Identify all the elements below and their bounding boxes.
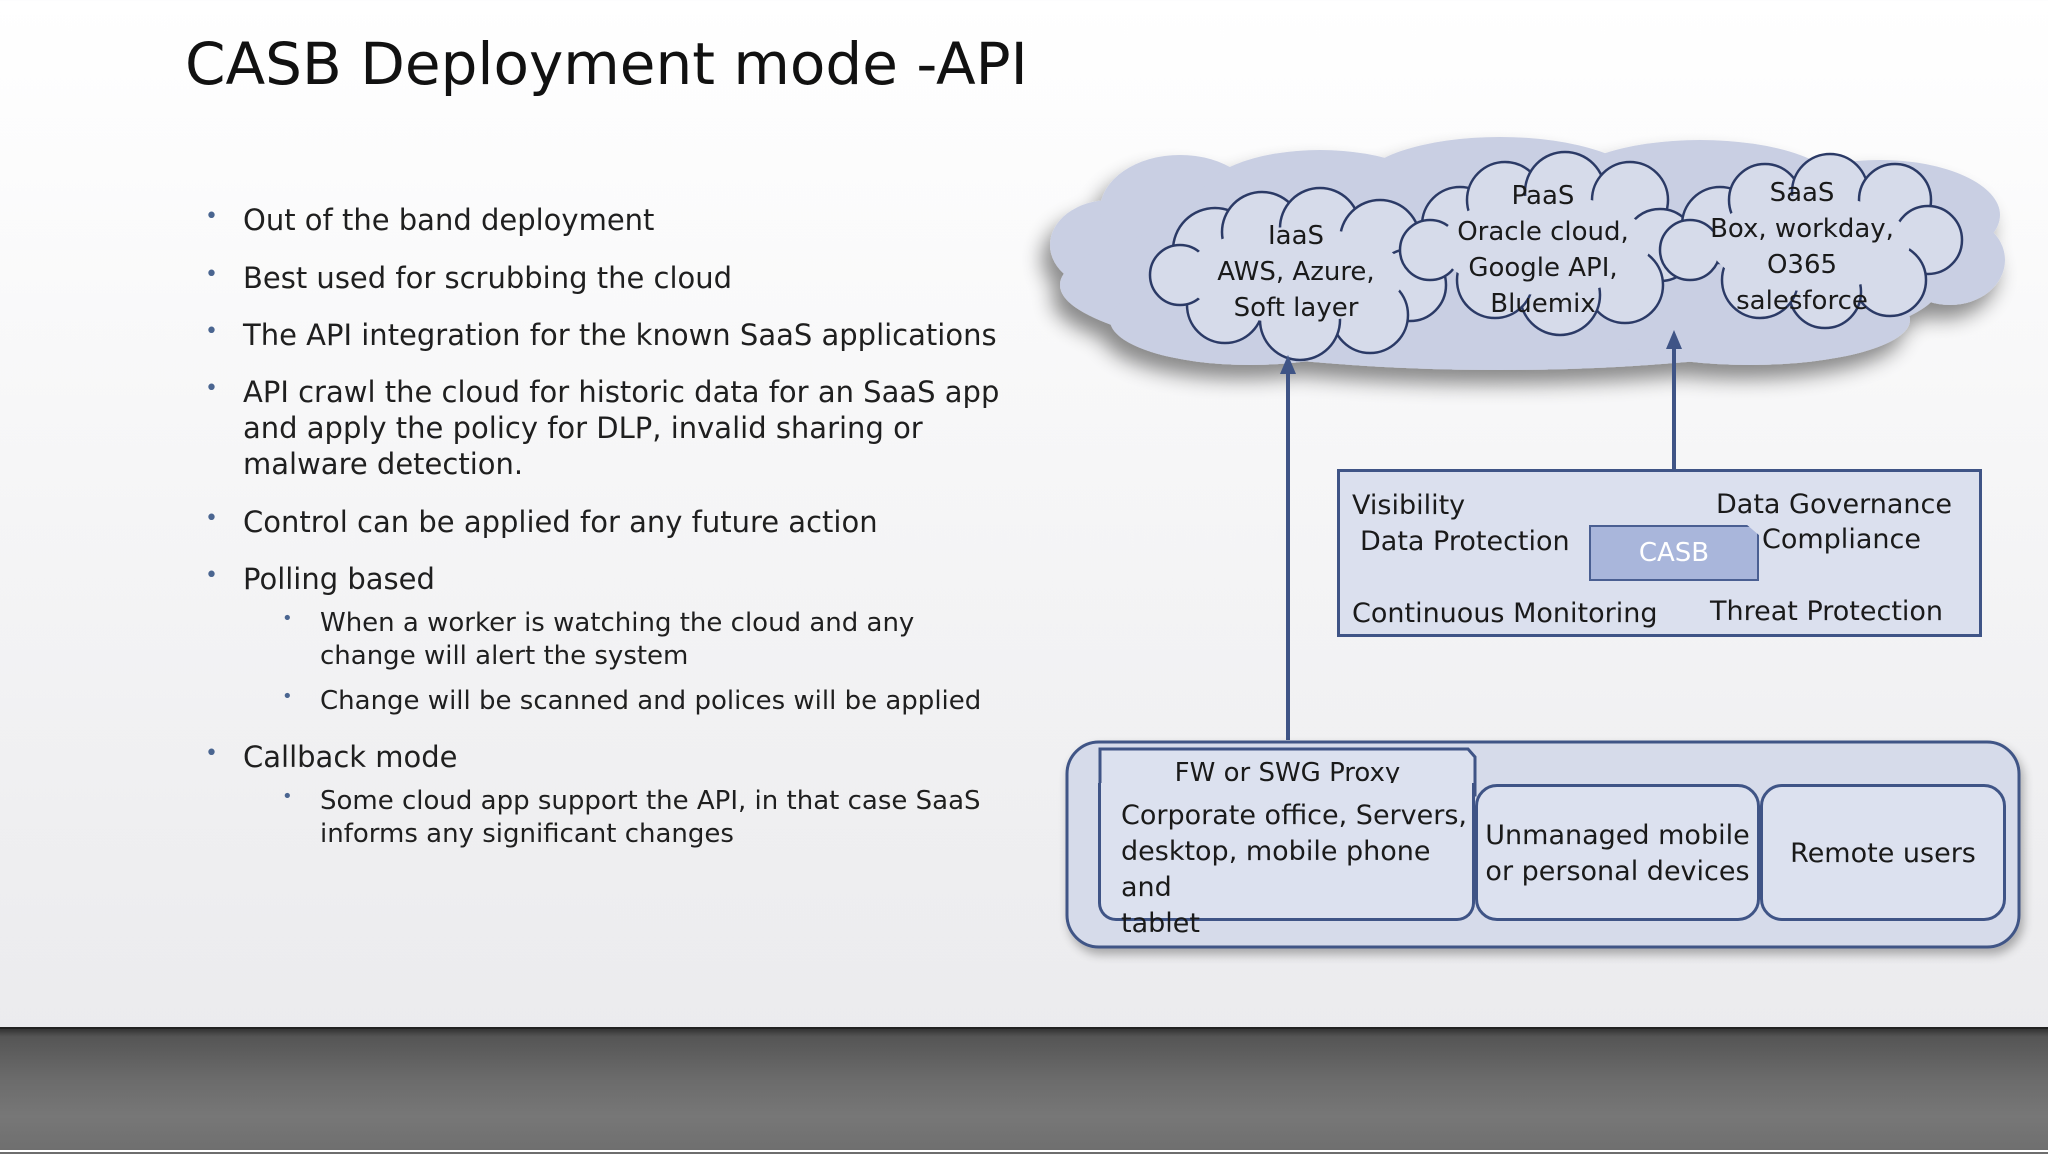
corporate-line: tablet bbox=[1121, 908, 1200, 939]
casb-capabilities-box bbox=[1337, 469, 1982, 637]
data-governance-label: Data Governance bbox=[1716, 489, 1952, 520]
saas-title: SaaS bbox=[1769, 178, 1835, 208]
remote-users-label: Remote users bbox=[1790, 838, 1976, 869]
iaas-line: Soft layer bbox=[1233, 293, 1359, 323]
unmanaged-devices-box: Unmanaged mobile or personal devices bbox=[1475, 784, 1760, 921]
floor-edge bbox=[0, 1150, 2048, 1152]
compliance-label: Compliance bbox=[1762, 524, 1921, 555]
bullet-item: Polling based bbox=[243, 562, 435, 596]
corporate-line: Corporate office, Servers, bbox=[1121, 800, 1467, 831]
corporate-line: desktop, mobile phone and bbox=[1121, 836, 1431, 903]
paas-cloud-shape bbox=[1398, 150, 1698, 337]
bullet-item: Callback mode bbox=[243, 740, 458, 774]
bullet-dot: • bbox=[205, 563, 218, 588]
bullet-item: Out of the band deployment bbox=[243, 203, 655, 237]
visibility-label: Visibility bbox=[1352, 490, 1466, 521]
bullet-item: The API integration for the known SaaS a… bbox=[243, 318, 997, 352]
bullet-item: Best used for scrubbing the cloud bbox=[243, 261, 733, 295]
sub-bullet-item: Change will be scanned and polices will … bbox=[320, 686, 982, 716]
saas-line: Box, workday, bbox=[1710, 214, 1894, 244]
bullet-item: Control can be applied for any future ac… bbox=[243, 505, 878, 539]
corporate-box: Corporate office, Servers, desktop, mobi… bbox=[1098, 783, 1475, 939]
saas-label: SaaS Box, workday, O365 salesforce bbox=[1702, 175, 1902, 319]
paas-line: Google API, bbox=[1468, 253, 1618, 283]
arrow-head-iaas bbox=[1280, 355, 1296, 374]
bullet-dot: • bbox=[205, 376, 218, 401]
data-protection-label: Data Protection bbox=[1360, 526, 1570, 557]
saas-cloud-shape bbox=[1658, 152, 1964, 330]
paas-title: PaaS bbox=[1511, 181, 1575, 211]
bullet-dot: • bbox=[205, 741, 218, 766]
iaas-label: IaaS AWS, Azure, Soft layer bbox=[1196, 218, 1396, 326]
continuous-monitoring-label: Continuous Monitoring bbox=[1352, 598, 1658, 629]
bullet-item: API crawl the cloud for historic data fo… bbox=[243, 375, 1000, 409]
unmanaged-line: or personal devices bbox=[1485, 856, 1750, 887]
paas-line: Bluemix bbox=[1490, 289, 1596, 319]
sub-bullet-dot: • bbox=[282, 608, 293, 629]
slide-title: CASB Deployment mode -API bbox=[185, 30, 1028, 98]
bullet-item-continuation: malware detection. bbox=[243, 447, 524, 481]
remote-users-box: Remote users bbox=[1760, 784, 2006, 921]
arrow-head-saas bbox=[1666, 330, 1682, 349]
iaas-cloud-shape bbox=[1148, 186, 1448, 362]
sub-bullet-item: When a worker is watching the cloud and … bbox=[320, 608, 915, 638]
bullet-dot: • bbox=[205, 506, 218, 531]
unmanaged-line: Unmanaged mobile bbox=[1485, 820, 1750, 851]
paas-label: PaaS Oracle cloud, Google API, Bluemix bbox=[1443, 178, 1643, 322]
bullet-dot: • bbox=[205, 204, 218, 229]
casb-label: CASB bbox=[1589, 525, 1759, 581]
floor-background bbox=[0, 1027, 2048, 1154]
sub-bullet-dot: • bbox=[282, 686, 293, 707]
bullet-dot: • bbox=[205, 262, 218, 287]
bullet-item-continuation: and apply the policy for DLP, invalid sh… bbox=[243, 411, 923, 445]
sub-bullet-item-continuation: change will alert the system bbox=[320, 641, 689, 671]
sub-bullet-item-continuation: informs any significant changes bbox=[320, 819, 734, 849]
arrows bbox=[1280, 330, 1682, 740]
iaas-line: AWS, Azure, bbox=[1217, 257, 1375, 287]
paas-line: Oracle cloud, bbox=[1457, 217, 1629, 247]
bullet-dot: • bbox=[205, 319, 218, 344]
iaas-title: IaaS bbox=[1267, 221, 1325, 251]
sub-bullet-dot: • bbox=[282, 786, 293, 807]
sub-bullet-item: Some cloud app support the API, in that … bbox=[320, 786, 981, 816]
saas-line: salesforce bbox=[1736, 286, 1868, 316]
saas-line: O365 bbox=[1766, 250, 1838, 280]
threat-protection-label: Threat Protection bbox=[1710, 596, 1944, 627]
